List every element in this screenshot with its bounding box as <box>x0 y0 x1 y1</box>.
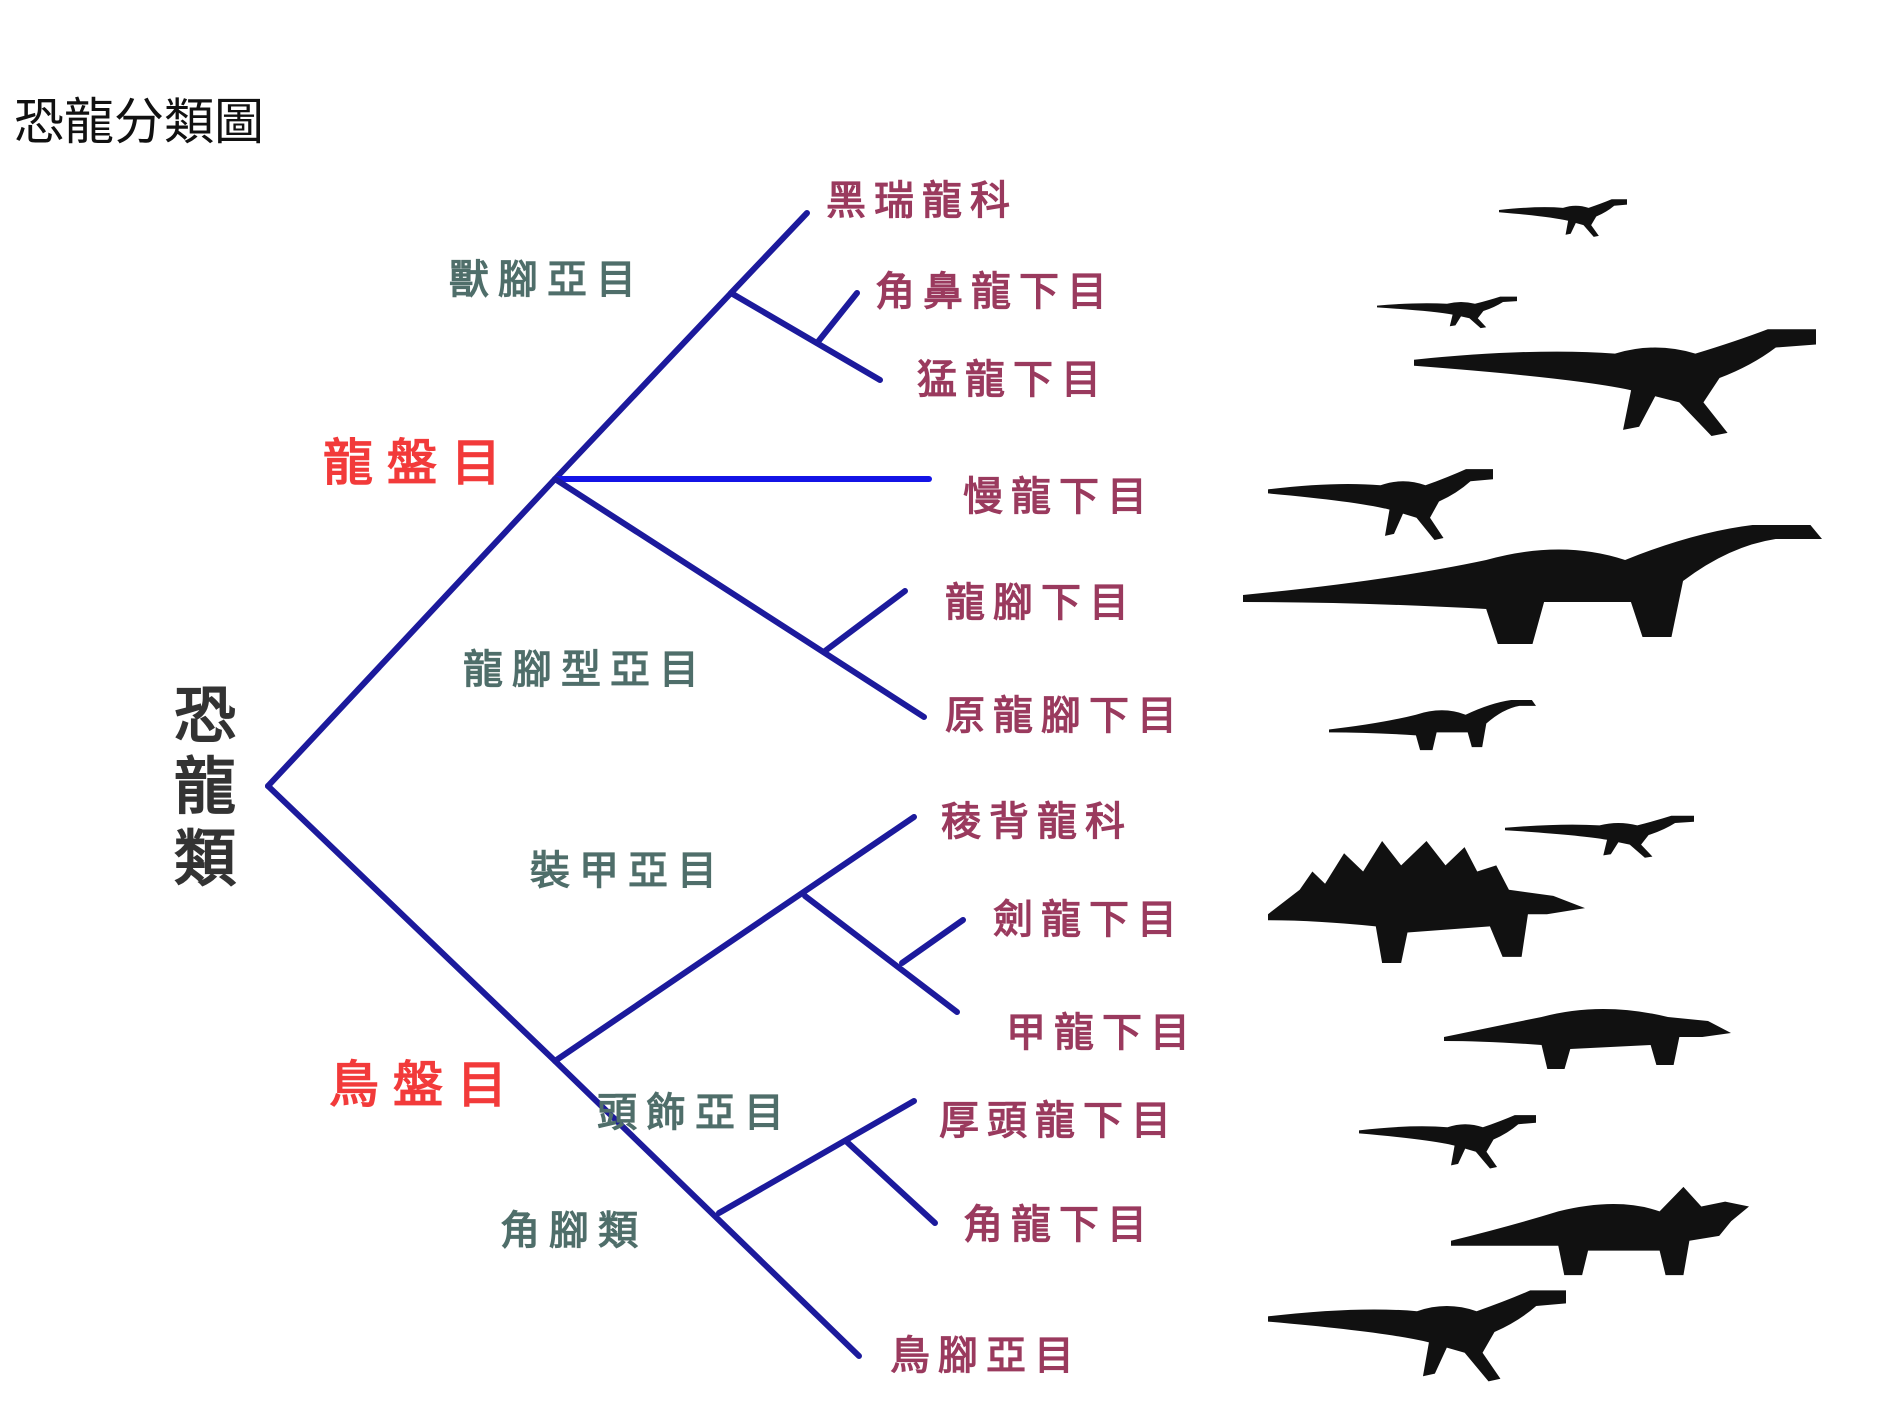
page-title: 恐龍分類圖 <box>14 93 264 151</box>
leaf-stegosauria: 劍龍下目 <box>993 897 1185 943</box>
branch-sauropoda <box>822 588 908 654</box>
leaf-herrerasauridae: 黑瑞龍科 <box>826 178 1018 224</box>
branch-stegosauria <box>899 917 966 966</box>
leaf-prosauropoda: 原龍腳下目 <box>945 693 1185 739</box>
ornithopod-silhouette-icon <box>1268 1290 1566 1382</box>
suborder-thyreophora: 裝甲亞目 <box>530 848 726 894</box>
scelidosaur-silhouette-icon <box>1505 815 1694 858</box>
leaf-sauropoda: 龍腳下目 <box>945 580 1137 626</box>
prosauropod-silhouette-icon <box>1329 699 1536 751</box>
tyrannosaur-silhouette-icon <box>1414 329 1816 436</box>
suborder-cerapoda: 角腳類 <box>500 1208 647 1254</box>
order-ornithischia: 鳥盤目 <box>329 1056 521 1114</box>
branch-ceratopsia <box>844 1139 938 1226</box>
dinosaur-silhouettes <box>1243 199 1822 1382</box>
leaf-ceratopsia: 角龍下目 <box>963 1202 1155 1248</box>
stegosaur-silhouette-icon <box>1268 841 1585 963</box>
leaf-tetanurae: 猛龍下目 <box>917 357 1109 403</box>
root-label: 恐龍類 <box>173 679 236 895</box>
branch-tetanurae <box>728 290 883 383</box>
leaf-scelidosauridae: 稜背龍科 <box>941 799 1133 845</box>
segnosaur-silhouette-icon <box>1268 469 1493 540</box>
leaf-ornithopoda: 鳥腳亞目 <box>890 1333 1082 1379</box>
branch-thyreophora <box>552 814 917 1064</box>
branch-ornithopoda <box>552 1058 862 1359</box>
triceratops-silhouette-icon <box>1451 1186 1749 1276</box>
branch-ceratosauria <box>814 290 860 346</box>
ceratosaur-silhouette-icon <box>1377 296 1517 329</box>
branch-saurischia-theropoda <box>552 290 734 482</box>
ankylosaur-silhouette-icon <box>1444 1009 1731 1069</box>
suborder-marginocephalia: 頭飾亞目 <box>597 1090 793 1136</box>
leaf-pachycephalosauria: 厚頭龍下目 <box>939 1098 1179 1144</box>
leaf-segnosauria: 慢龍下目 <box>963 474 1155 520</box>
suborder-sauropodomorpha: 龍腳型亞目 <box>463 647 708 693</box>
pachycephalosaur-silhouette-icon <box>1359 1115 1536 1169</box>
branch-herrerasauridae <box>728 210 810 296</box>
sauropod-silhouette-icon <box>1243 525 1822 644</box>
branch-sauropodomorpha <box>552 476 927 720</box>
branch-root-saurischia <box>265 476 558 789</box>
herrerasaur-silhouette-icon <box>1499 199 1627 237</box>
suborder-theropoda: 獸腳亞目 <box>449 257 645 303</box>
leaf-ceratosauria: 角鼻龍下目 <box>875 269 1115 315</box>
branch-marginocephalia <box>716 1098 917 1216</box>
order-saurischia: 龍盤目 <box>323 434 515 492</box>
branch-ankylosauria <box>802 893 960 1015</box>
leaf-ankylosauria: 甲龍下目 <box>1006 1010 1198 1056</box>
branch-root-ornithischia <box>265 783 558 1064</box>
